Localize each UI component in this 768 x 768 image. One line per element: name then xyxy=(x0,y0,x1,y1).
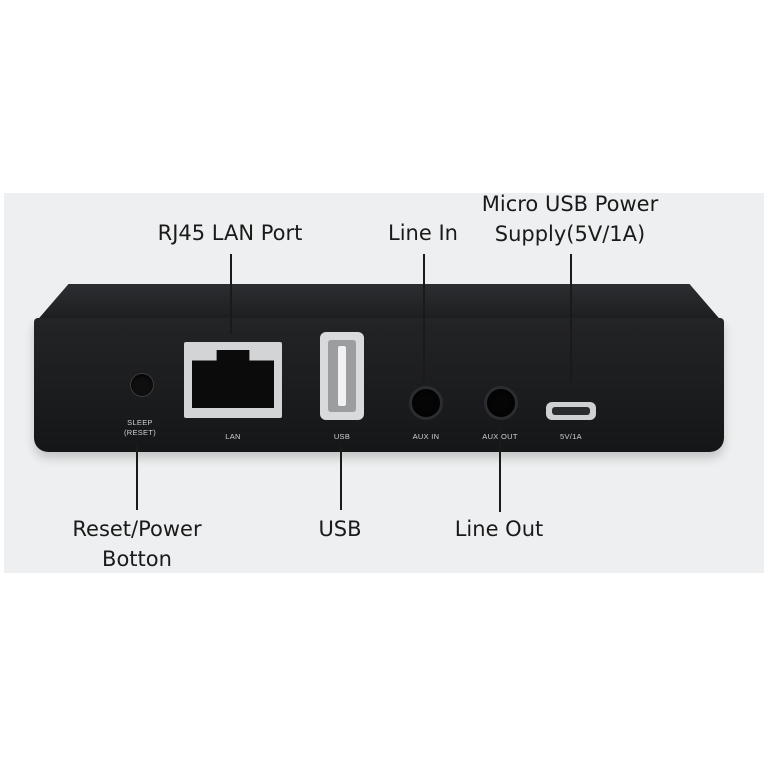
usb-port-tongue xyxy=(338,346,346,406)
reset-callout-line xyxy=(136,444,138,510)
line-out-callout-line xyxy=(499,420,501,512)
line-in-callout: Line In xyxy=(388,221,458,245)
sleep-label-line2: (RESET) xyxy=(123,428,157,437)
rj45-callout: RJ45 LAN Port xyxy=(157,221,303,245)
rj45-callout-line xyxy=(230,254,232,334)
micro-usb-callout: Micro USB Power Supply(5V/1A) xyxy=(470,189,670,249)
aux-in-jack xyxy=(409,386,443,420)
line-in-callout-line xyxy=(423,254,425,380)
lan-label: LAN xyxy=(225,432,241,441)
device-top-surface xyxy=(34,284,724,324)
rj45-port-opening xyxy=(192,350,274,408)
aux-out-jack xyxy=(484,386,518,420)
reset-button xyxy=(130,373,154,397)
usb-port-opening xyxy=(328,340,356,412)
usb-callout-line xyxy=(340,444,342,510)
power-label: 5V/1A xyxy=(560,432,582,441)
micro-usb-port xyxy=(546,402,596,420)
rj45-port xyxy=(184,342,282,418)
sleep-label: SLEEP (RESET) xyxy=(112,418,168,438)
micro-usb-callout-line1: Micro USB Power xyxy=(481,192,659,216)
line-out-callout: Line Out xyxy=(454,517,544,541)
sleep-label-line1: SLEEP xyxy=(127,418,153,427)
usb-port xyxy=(320,332,364,420)
reset-callout-line1: Reset/Power xyxy=(72,517,202,541)
micro-usb-callout-line2: Supply(5V/1A) xyxy=(494,222,646,246)
usb-port-label: USB xyxy=(333,432,351,441)
micro-usb-callout-line xyxy=(570,254,572,382)
reset-callout: Reset/Power Botton xyxy=(56,514,218,574)
usb-callout: USB xyxy=(318,517,362,541)
micro-usb-port-opening xyxy=(552,407,590,415)
reset-callout-line2: Botton xyxy=(102,547,172,571)
aux-in-label: AUX IN xyxy=(412,432,440,441)
